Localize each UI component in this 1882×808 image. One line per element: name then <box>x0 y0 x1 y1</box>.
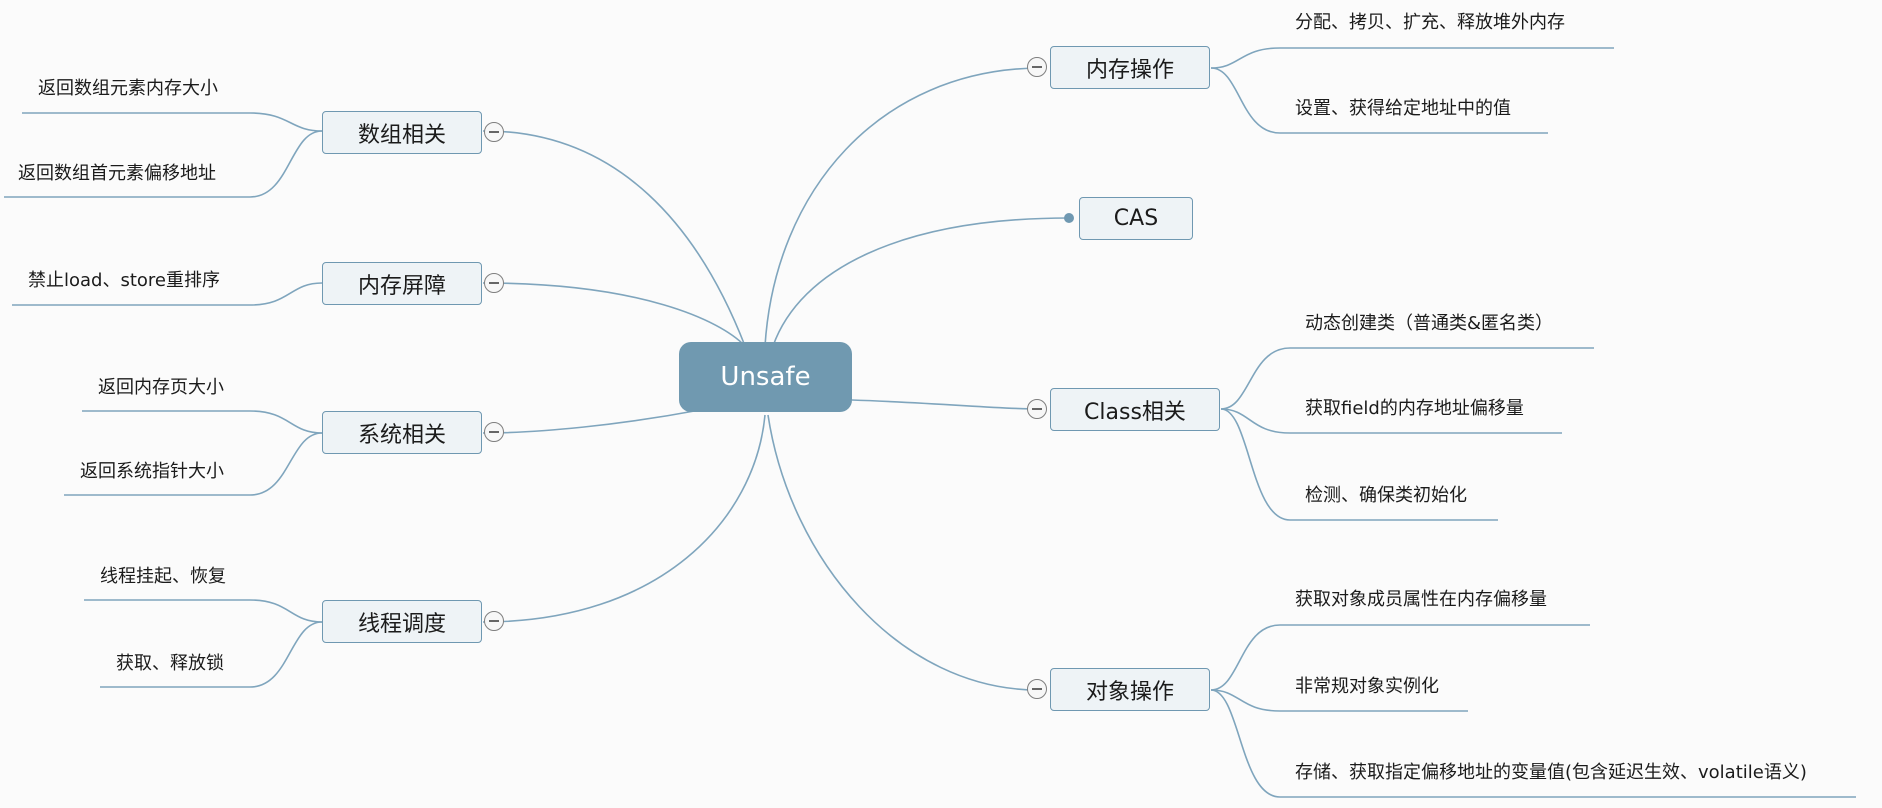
branch-cas[interactable]: CAS <box>1079 197 1193 240</box>
collapse-icon[interactable] <box>1027 679 1047 699</box>
leaf-array-base-offset: 返回数组首元素偏移地址 <box>18 163 216 184</box>
collapse-icon[interactable] <box>1027 57 1047 77</box>
branch-object-ops[interactable]: 对象操作 <box>1050 668 1210 711</box>
leaf-object-field-offset: 获取对象成员属性在内存偏移量 <box>1295 589 1547 610</box>
leaf-lock: 获取、释放锁 <box>116 653 224 674</box>
branch-system[interactable]: 系统相关 <box>322 411 482 454</box>
leaf-ensure-init: 检测、确保类初始化 <box>1305 485 1467 506</box>
leaf-put-get-ordered: 存储、获取指定偏移地址的变量值(包含延迟生效、volatile语义) <box>1295 762 1807 783</box>
leaf-address-value: 设置、获得给定地址中的值 <box>1295 98 1511 119</box>
leaf-field-offset: 获取field的内存地址偏移量 <box>1305 398 1524 419</box>
leaf-offheap: 分配、拷贝、扩充、释放堆外内存 <box>1295 12 1565 33</box>
connector-root-cas <box>772 217 1070 347</box>
leaf-no-reorder: 禁止load、store重排序 <box>28 270 220 291</box>
connector-root-array <box>482 130 746 347</box>
connector-root-memory <box>764 67 1039 347</box>
leaf-park-unpark: 线程挂起、恢复 <box>100 566 226 587</box>
connector-root-class <box>851 399 1039 410</box>
collapse-icon[interactable] <box>484 122 504 142</box>
collapse-icon[interactable] <box>1027 399 1047 419</box>
branch-array[interactable]: 数组相关 <box>322 111 482 154</box>
branch-class[interactable]: Class相关 <box>1050 388 1220 431</box>
connector-root-object <box>767 414 1039 691</box>
collapse-icon[interactable] <box>484 273 504 293</box>
leaf-page-size: 返回内存页大小 <box>98 377 224 398</box>
connector-root-barrier <box>482 282 746 347</box>
leaf-allocate-instance: 非常规对象实例化 <box>1295 676 1439 697</box>
branch-thread[interactable]: 线程调度 <box>322 600 482 643</box>
collapse-icon[interactable] <box>484 422 504 442</box>
collapse-icon[interactable] <box>484 611 504 631</box>
root-node-unsafe[interactable]: Unsafe <box>679 342 852 412</box>
connector-root-system <box>482 409 701 434</box>
cas-connector-dot <box>1064 213 1074 223</box>
branch-memory-ops[interactable]: 内存操作 <box>1050 46 1210 89</box>
leaf-define-class: 动态创建类（普通类&匿名类） <box>1305 313 1554 334</box>
leaf-pointer-size: 返回系统指针大小 <box>80 461 224 482</box>
connector-root-thread <box>482 414 766 623</box>
leaf-array-element-size: 返回数组元素内存大小 <box>38 78 218 99</box>
branch-memory-barrier[interactable]: 内存屏障 <box>322 262 482 305</box>
